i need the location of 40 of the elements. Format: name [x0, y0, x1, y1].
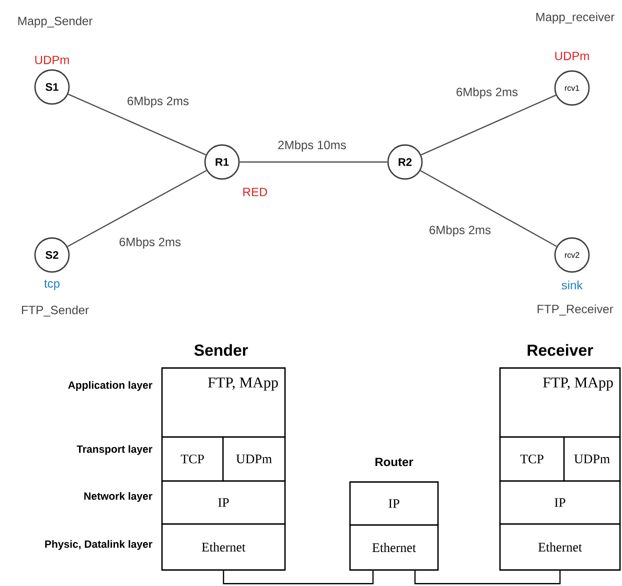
host-name: FTP_Receiver	[538, 304, 614, 316]
layer-label: Application layer	[68, 381, 152, 391]
layer-cell: Ethernet	[499, 523, 621, 571]
link-line	[67, 170, 207, 248]
layer-cell: TCP	[499, 436, 565, 482]
agent-label: UDPm	[555, 52, 589, 60]
stack-heading: Router	[375, 458, 414, 466]
edge-label: 6Mbps 2ms	[118, 236, 182, 250]
agent-label: UDPm	[35, 56, 69, 64]
layer-cell: UDPm	[563, 436, 621, 482]
edge-label: 6Mbps 2ms	[455, 86, 519, 100]
cable-line	[414, 570, 561, 584]
link-line	[68, 94, 206, 156]
edge-label: 2Mbps 10ms	[276, 139, 348, 153]
agent-label: tcp	[44, 280, 60, 290]
layer-cell: IP	[161, 480, 286, 525]
edge-label: 6Mbps 2ms	[428, 224, 492, 238]
stack-heading: Receiver	[528, 344, 594, 356]
link-line	[240, 161, 388, 163]
host-name: Mapp_Sender	[18, 16, 92, 28]
layer-cell: IP	[499, 480, 621, 525]
host-name: Mapp_receiver	[536, 12, 614, 24]
host-name: FTP_Sender	[22, 305, 89, 317]
layer-cell: IP	[349, 481, 439, 526]
layer-cell: UDPm	[222, 436, 286, 482]
agent-label: sink	[562, 280, 583, 290]
edge-label: 6Mbps 2ms	[126, 95, 190, 109]
layer-cell: Ethernet	[161, 523, 286, 571]
link-line	[420, 94, 556, 156]
layer-cell: FTP, MApp	[499, 367, 621, 438]
layer-label: Network layer	[84, 492, 152, 502]
layer-cell: TCP	[161, 436, 224, 482]
layer-label: Transport layer	[76, 445, 152, 455]
stack-heading: Sender	[194, 344, 248, 356]
link-line	[420, 170, 557, 247]
layer-cell: Ethernet	[349, 524, 439, 571]
layer-cell: FTP, MApp	[161, 367, 286, 438]
layer-label: Physic, Datalink layer	[45, 540, 152, 550]
agent-label: RED	[243, 188, 268, 196]
cable-line	[222, 570, 374, 584]
